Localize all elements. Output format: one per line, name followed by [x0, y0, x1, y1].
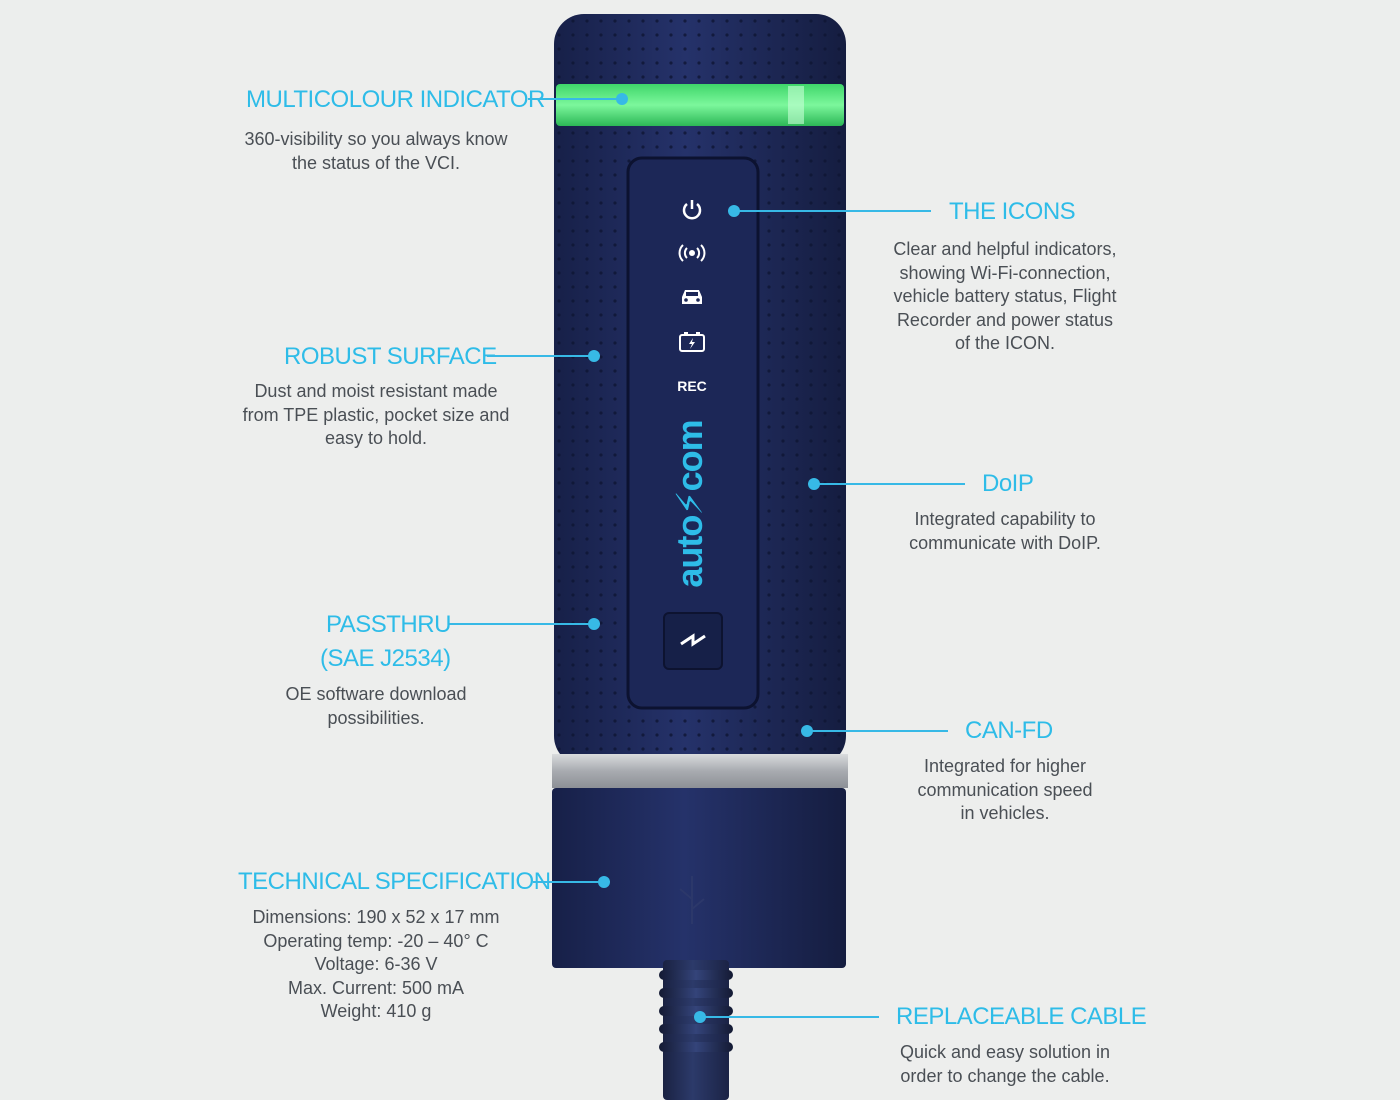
passthru-subtitle: (SAE J2534) — [320, 645, 451, 672]
action-button[interactable] — [663, 612, 723, 670]
robust-surface-desc: Dust and moist resistant made from TPE p… — [242, 381, 510, 448]
doip-connector-dot — [808, 478, 820, 490]
icons-connector-line — [735, 210, 931, 212]
icons-connector-dot — [728, 205, 740, 217]
cable — [659, 960, 733, 1100]
cable-connector-line — [701, 1016, 879, 1018]
passthru-desc: OE software download possibilities. — [285, 684, 467, 728]
car-icon — [678, 286, 706, 308]
rec-label: REC — [677, 378, 707, 394]
brand-logo: auto⚡com — [669, 420, 710, 588]
canfd-connector-line — [808, 730, 948, 732]
technical-specification-title: TECHNICAL SPECIFICATION — [238, 868, 551, 895]
multicolour-connector-line — [528, 98, 622, 100]
the-icons-title: THE ICONS — [949, 198, 1076, 225]
replaceable-cable-title: REPLACEABLE CABLE — [896, 1003, 1147, 1030]
wifi-icon — [678, 242, 706, 264]
robust-connector-dot — [588, 350, 600, 362]
multicolour-indicator-desc: 360-visibility so you always know the st… — [244, 129, 508, 173]
doip-connector-line — [815, 483, 965, 485]
passthru-title: PASSTHRU — [326, 611, 451, 638]
techspec-connector-line — [533, 881, 605, 883]
power-icon — [680, 198, 704, 222]
techspec-connector-dot — [598, 876, 610, 888]
technical-specification-desc: Dimensions: 190 x 52 x 17 mm Operating t… — [252, 907, 500, 1021]
passthru-connector-line — [449, 623, 595, 625]
silver-band — [552, 754, 848, 788]
lightning-icon — [680, 633, 706, 647]
replaceable-cable-desc: Quick and easy solution in order to chan… — [899, 1042, 1111, 1086]
multicolour-connector-dot — [616, 93, 628, 105]
multicolour-indicator-title: MULTICOLOUR INDICATOR — [246, 86, 545, 113]
usb-icon — [679, 876, 705, 924]
device-base — [552, 788, 846, 968]
can-fd-title: CAN-FD — [965, 717, 1053, 744]
the-icons-desc: Clear and helpful indicators, showing Wi… — [893, 239, 1117, 353]
multicolour-indicator-light — [556, 84, 844, 126]
can-fd-desc: Integrated for higher communication spee… — [917, 756, 1093, 823]
cable-connector-dot — [694, 1011, 706, 1023]
robust-surface-title: ROBUST SURFACE — [284, 343, 497, 370]
vci-device — [552, 14, 848, 968]
passthru-connector-dot — [588, 618, 600, 630]
doip-title: DoIP — [982, 470, 1034, 497]
icon-panel — [626, 156, 760, 710]
doip-desc: Integrated capability to communicate wit… — [909, 509, 1101, 553]
battery-icon — [678, 330, 706, 354]
canfd-connector-dot — [801, 725, 813, 737]
robust-connector-line — [487, 355, 595, 357]
